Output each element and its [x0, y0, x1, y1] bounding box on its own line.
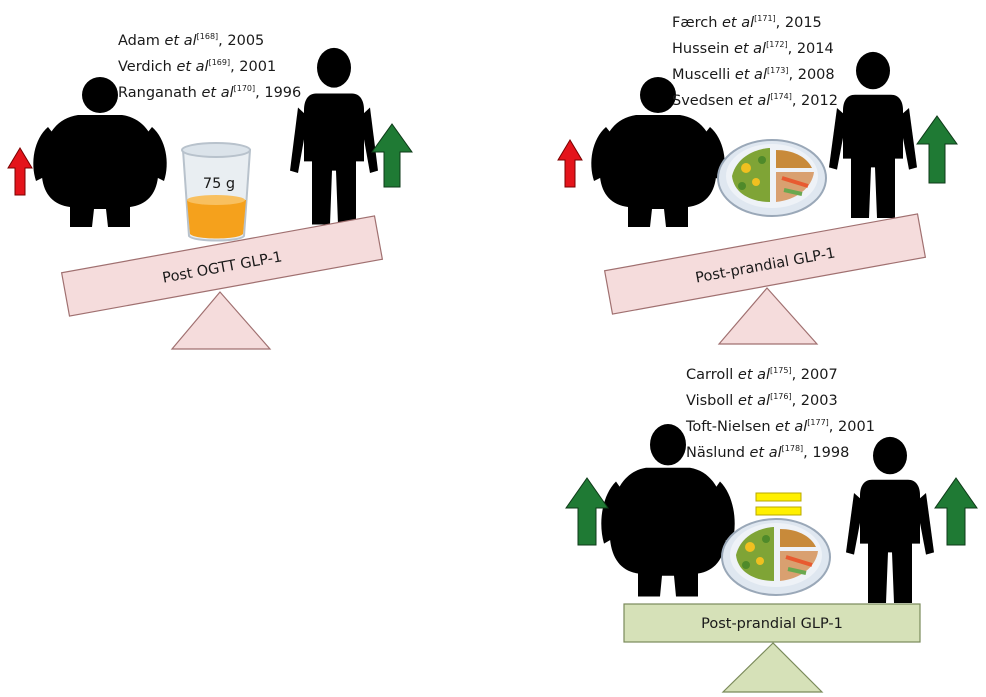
reference-item: Näslund et al[178], 1998 — [686, 444, 850, 461]
meal-plate-icon — [716, 138, 828, 218]
glass-label: 75 g — [203, 176, 235, 192]
reference-item: Muscelli et al[173], 2008 — [672, 66, 835, 83]
panel-c: Post-prandial GLP-1 — [565, 424, 978, 693]
green-up-arrow — [934, 477, 978, 546]
reference-list-a: Adam et al[168], 2005 Verdich et al[169]… — [118, 26, 301, 104]
lean-figure — [290, 47, 378, 225]
reference-item: Ranganath et al[170], 1996 — [118, 84, 302, 101]
green-up-arrow — [371, 123, 413, 188]
tilted-beam: Post OGTT GLP-1 — [60, 215, 384, 317]
red-up-arrow — [557, 139, 583, 188]
reference-item: Svedsen et al[174], 2012 — [672, 92, 838, 109]
reference-item: Færch et al[171], 2015 — [672, 14, 822, 31]
reference-item: Adam et al[168], 2005 — [118, 32, 265, 49]
level-beam: Post-prandial GLP-1 — [623, 603, 921, 643]
reference-item: Toft-Nielsen et al[177], 2001 — [686, 418, 875, 435]
reference-item: Verdich et al[169], 2001 — [118, 58, 277, 75]
green-up-arrow — [916, 115, 958, 184]
glucose-glass-icon: 75 g — [181, 142, 252, 242]
equals-sign-icon — [755, 492, 802, 516]
reference-item: Visboll et al[176], 2003 — [686, 392, 838, 409]
panel-a: 75 g Post OGTT GLP-1 — [7, 47, 413, 350]
green-up-arrow — [565, 477, 609, 546]
reference-list-c: Carroll et al[175], 2007 Visboll et al[1… — [686, 360, 875, 464]
fulcrum — [721, 642, 824, 693]
beam-label: Post-prandial GLP-1 — [701, 616, 843, 632]
panel-b: Post-prandial GLP-1 — [557, 51, 958, 345]
reference-item: Hussein et al[172], 2014 — [672, 40, 834, 57]
fulcrum — [717, 287, 819, 345]
reference-list-b: Færch et al[171], 2015 Hussein et al[172… — [672, 8, 838, 112]
meal-plate-icon — [720, 517, 832, 597]
fulcrum — [170, 291, 272, 350]
lean-figure — [829, 51, 917, 219]
reference-item: Carroll et al[175], 2007 — [686, 366, 838, 383]
red-up-arrow — [7, 147, 33, 196]
tilted-beam: Post-prandial GLP-1 — [603, 213, 927, 315]
